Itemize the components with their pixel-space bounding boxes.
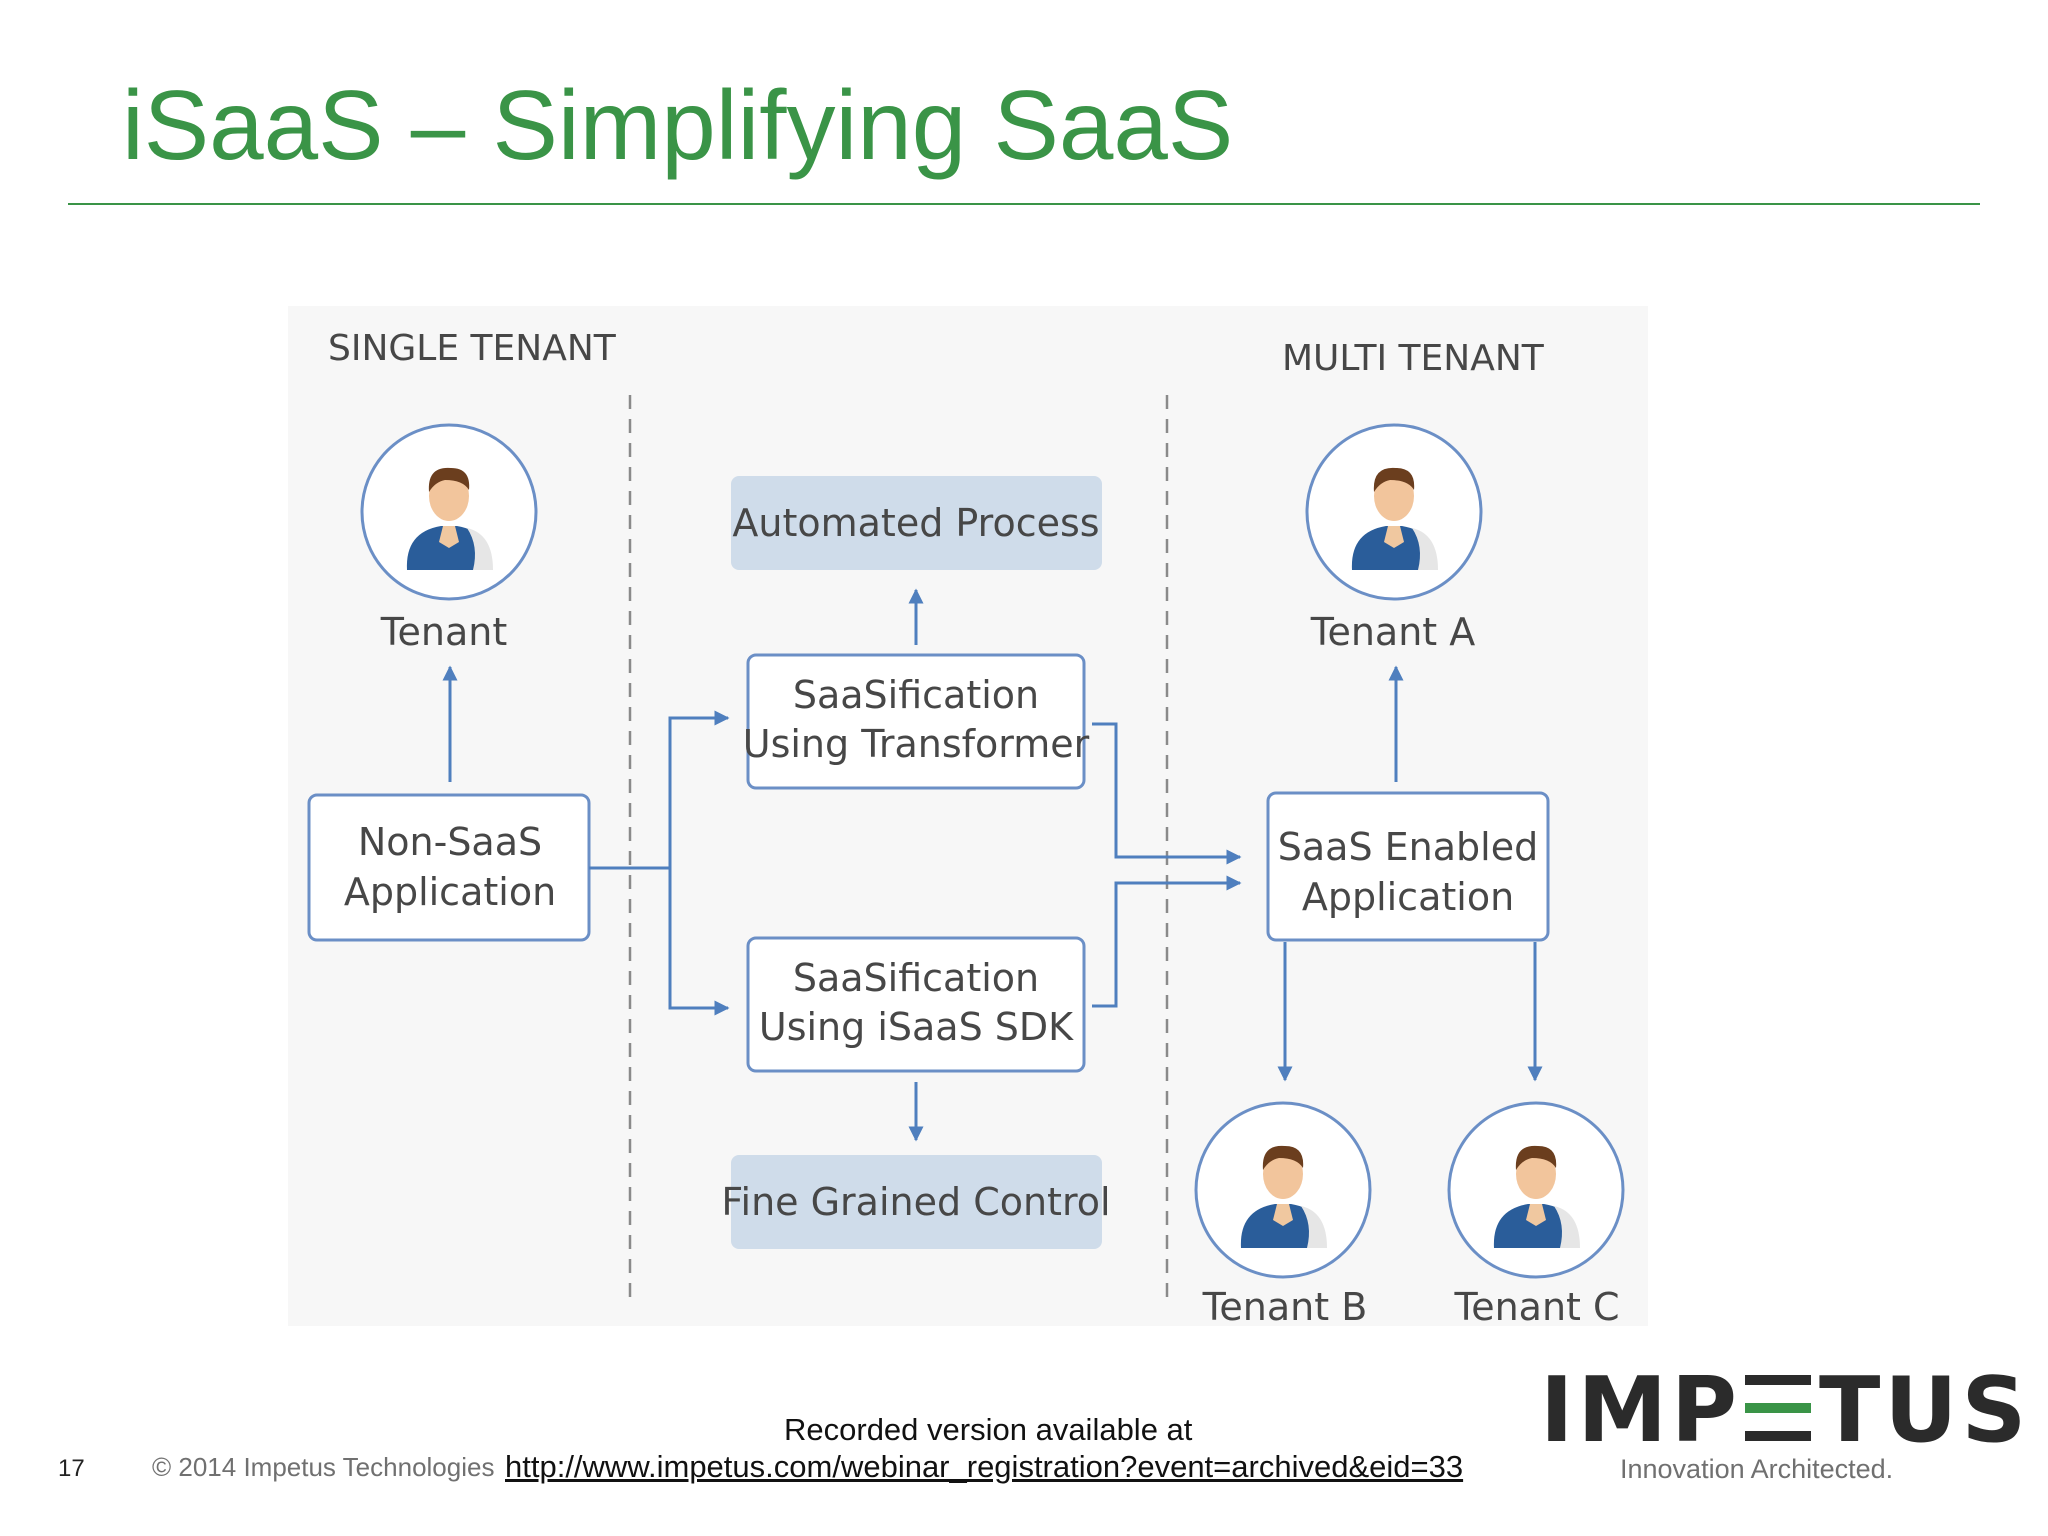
tenant-a-avatar [1305,423,1483,601]
single-tenant-label: SINGLE TENANT [328,328,617,369]
fine-grained-control-box: Fine Grained Control [721,1155,1111,1249]
slide-title: iSaaS – Simplifying SaaS [122,70,1234,180]
page-number: 17 [58,1455,85,1482]
fine-grained-control-label: Fine Grained Control [721,1180,1110,1224]
arrow-to-transformer [589,710,730,870]
tenant-c-label: Tenant C [1453,1285,1619,1329]
tenant-avatar [360,423,538,601]
tenant-label: Tenant [380,610,508,654]
transformer-line2: Using Transformer [743,722,1090,766]
arrow-sdk-to-saas-enabled [1092,875,1242,1008]
impetus-logo: IMP TUS Innovation Architected. [1540,1366,2026,1485]
transformer-line1: SaaSification [793,673,1039,717]
logo-wordmark-pre: IMP [1540,1358,1742,1463]
sdk-box: SaaSification Using iSaaS SDK [746,936,1086,1073]
saas-enabled-application-box: SaaS Enabled Application [1266,791,1550,942]
saas-enabled-line2: Application [1302,875,1514,919]
tenant-c-avatar [1447,1101,1625,1279]
non-saas-line2: Application [344,870,556,914]
sdk-line1: SaaSification [793,956,1039,1000]
recorded-version-label: Recorded version available at [784,1412,1193,1447]
tenant-b-avatar [1194,1101,1372,1279]
multi-tenant-label: MULTI TENANT [1282,338,1545,379]
webinar-link[interactable]: http://www.impetus.com/webinar_registrat… [505,1449,1464,1484]
logo-wordmark-post: TUS [1819,1358,2031,1463]
transformer-box: SaaSification Using Transformer [743,653,1090,790]
title-divider [68,203,1980,205]
automated-process-label: Automated Process [732,501,1099,545]
arrow-to-sdk [668,868,730,1016]
tenant-a-label: Tenant A [1310,610,1476,654]
copyright-text: © 2014 Impetus Technologies [152,1452,495,1482]
tenant-b-label: Tenant B [1202,1285,1368,1329]
non-saas-application-box: Non-SaaS Application [307,793,591,942]
sdk-line2: Using iSaaS SDK [759,1005,1074,1049]
saas-enabled-line1: SaaS Enabled [1278,825,1538,869]
arrow-transformer-to-saas-enabled [1092,722,1242,865]
logo-e-bars-icon [1741,1371,1819,1441]
logo-tagline: Innovation Architected. [1620,1454,1894,1484]
non-saas-line1: Non-SaaS [358,820,542,864]
automated-process-box: Automated Process [731,476,1102,570]
